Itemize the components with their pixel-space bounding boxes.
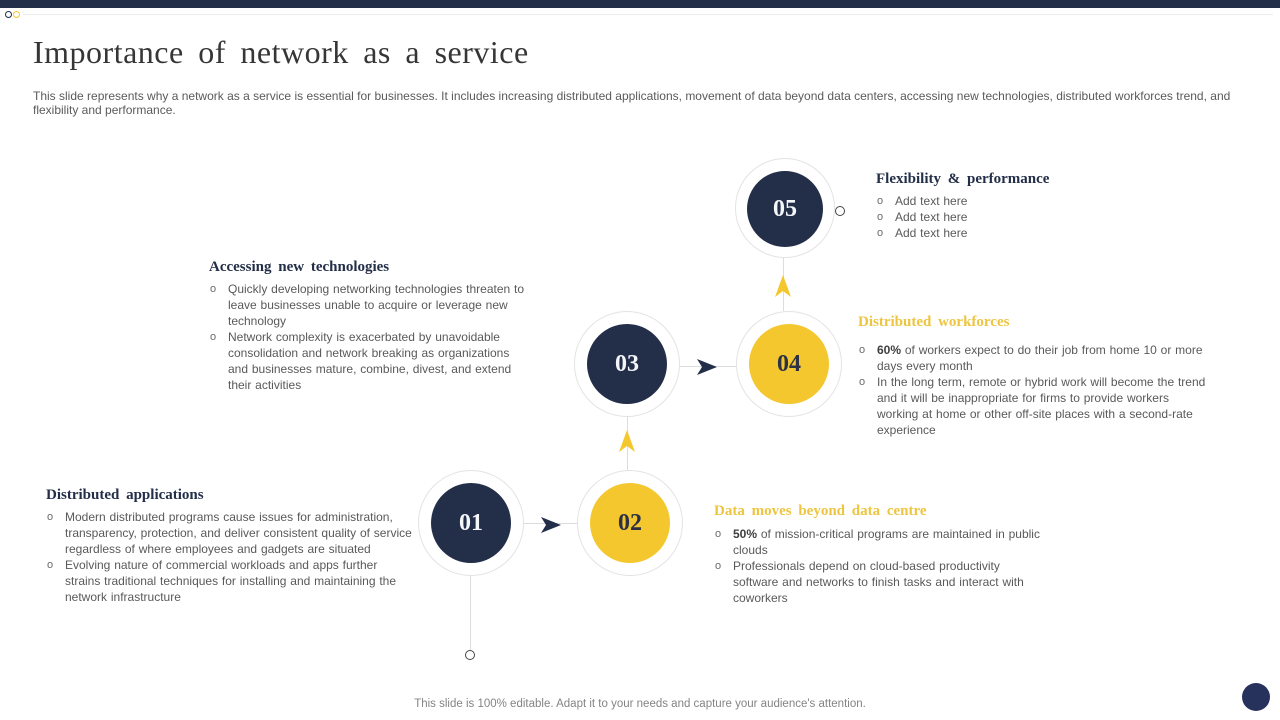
list-item-text: Professionals depend on cloud-based prod… bbox=[733, 559, 1024, 605]
bullet-list: Modern distributed programs cause issues… bbox=[46, 509, 412, 605]
list-item-text: of workers expect to do their job from h… bbox=[877, 343, 1203, 373]
block-flexibility-performance: Flexibility & performance Add text here … bbox=[876, 171, 1146, 241]
footer-note: This slide is 100% editable. Adapt it to… bbox=[414, 698, 866, 710]
block-heading: Data moves beyond data centre bbox=[714, 503, 927, 519]
step-number: 03 bbox=[615, 350, 639, 377]
step-number: 02 bbox=[618, 509, 642, 536]
block-heading: Distributed applications bbox=[46, 487, 204, 503]
arrow-right-icon bbox=[697, 359, 717, 375]
step-number: 01 bbox=[459, 509, 483, 536]
stat-value: 50% bbox=[733, 527, 758, 541]
step-circle-04: 04 bbox=[749, 324, 829, 404]
bullet-list: 60% of workers expect to do their job fr… bbox=[858, 342, 1208, 438]
block-distributed-workforces: Distributed workforces 60% of workers ex… bbox=[858, 314, 1208, 438]
ring-decoration-03 bbox=[574, 311, 680, 417]
list-item: In the long term, remote or hybrid work … bbox=[858, 374, 1208, 438]
block-accessing-new-technologies: Accessing new technologies Quickly devel… bbox=[209, 259, 529, 393]
block-distributed-applications: Distributed applications Modern distribu… bbox=[46, 487, 412, 605]
step-circle-02: 02 bbox=[590, 483, 670, 563]
bullet-list: Quickly developing networking technologi… bbox=[209, 281, 529, 393]
list-item: Professionals depend on cloud-based prod… bbox=[714, 558, 1044, 606]
block-heading: Flexibility & performance bbox=[876, 171, 1050, 187]
list-item: Modern distributed programs cause issues… bbox=[46, 509, 412, 557]
bullet-list: 50% of mission-critical programs are mai… bbox=[714, 526, 1044, 606]
deco-dot-navy bbox=[5, 11, 12, 18]
bullet-list: Add text here Add text here Add text her… bbox=[876, 193, 1146, 241]
step-circle-01: 01 bbox=[431, 483, 511, 563]
list-item: Evolving nature of commercial workloads … bbox=[46, 557, 412, 605]
arrow-up-icon bbox=[775, 275, 791, 297]
list-item: Add text here bbox=[876, 225, 1146, 241]
step-number: 05 bbox=[773, 195, 797, 222]
connector-end-ring bbox=[465, 650, 475, 660]
corner-circle-decoration bbox=[1242, 683, 1270, 711]
arrow-up-icon bbox=[619, 430, 635, 452]
ring-decoration-05 bbox=[735, 158, 835, 258]
block-data-moves-beyond-data-centre: Data moves beyond data centre 50% of mis… bbox=[714, 503, 1044, 606]
list-item: 50% of mission-critical programs are mai… bbox=[714, 526, 1044, 558]
list-item: Quickly developing networking technologi… bbox=[209, 281, 529, 329]
list-item: Add text here bbox=[876, 209, 1146, 225]
step-number: 04 bbox=[777, 350, 801, 377]
ring-decoration-01 bbox=[418, 470, 524, 576]
header-divider-line bbox=[23, 14, 1273, 15]
top-accent-bar bbox=[0, 0, 1280, 8]
block-heading: Accessing new technologies bbox=[209, 259, 390, 275]
ring-decoration-02 bbox=[577, 470, 683, 576]
connector-end-ring bbox=[835, 206, 845, 216]
deco-dot-yellow bbox=[13, 11, 20, 18]
ring-decoration-04 bbox=[736, 311, 842, 417]
list-item-text: In the long term, remote or hybrid work … bbox=[877, 375, 1206, 437]
step-circle-05: 05 bbox=[747, 171, 823, 247]
block-heading: Distributed workforces bbox=[858, 314, 1010, 330]
list-item-text: of mission-critical programs are maintai… bbox=[733, 527, 1040, 557]
list-item: 60% of workers expect to do their job fr… bbox=[858, 342, 1208, 374]
connector-line bbox=[470, 576, 471, 650]
stat-value: 60% bbox=[877, 343, 902, 357]
slide-description: This slide represents why a network as a… bbox=[33, 89, 1231, 117]
page-title: Importance of network as a service bbox=[33, 34, 529, 70]
arrow-right-icon bbox=[541, 517, 561, 533]
step-circle-03: 03 bbox=[587, 324, 667, 404]
list-item: Network complexity is exacerbated by una… bbox=[209, 329, 529, 393]
list-item: Add text here bbox=[876, 193, 1146, 209]
